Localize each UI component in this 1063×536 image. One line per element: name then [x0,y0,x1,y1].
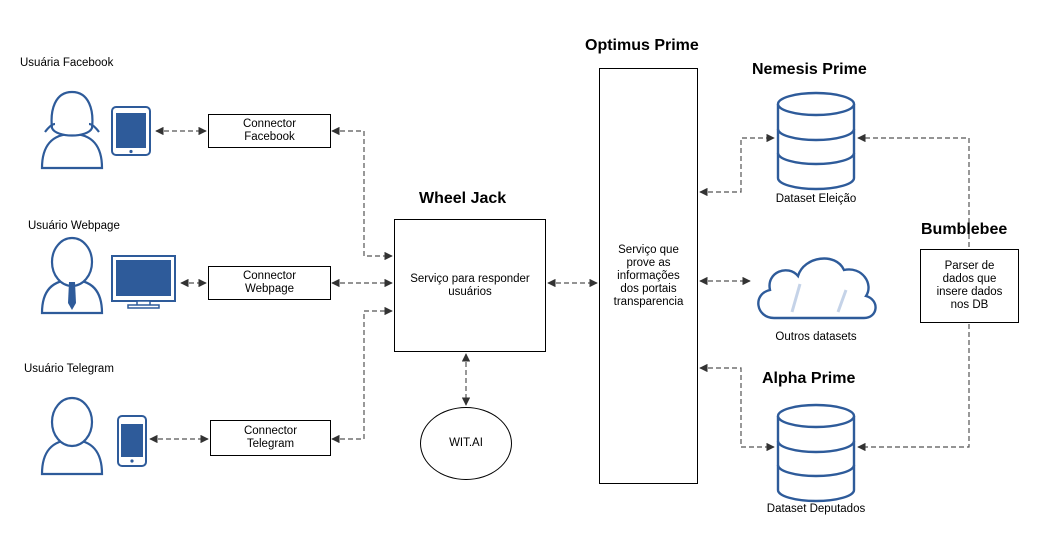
bumblebee-box: Parser de dados que insere dados nos DB [920,249,1019,323]
database-alpha-icon [776,403,856,503]
bumblebee-text: Parser de dados que insere dados nos DB [936,260,1003,311]
wheel-jack-text: Serviço para responder usuários [410,272,530,298]
nemesis-dataset-caption: Dataset Eleição [775,193,857,205]
optimus-prime-title: Optimus Prime [585,37,699,54]
outros-datasets-caption: Outros datasets [775,331,857,343]
connector-telegram-label: Connector Telegram [243,425,298,450]
bumblebee-title: Bumblebee [921,221,1008,238]
optimus-prime-box: Serviço que prove as informações dos por… [599,68,698,484]
user-webpage-icon [40,236,104,315]
cloud-icon [757,257,877,320]
connector-webpage-box: Connector Webpage [208,266,331,300]
user-facebook-icon [40,90,104,170]
monitor-icon [111,255,176,309]
nemesis-prime-title: Nemesis Prime [752,61,867,78]
optimus-prime-text: Serviço que prove as informações dos por… [613,243,684,308]
connector-facebook-label: Connector Facebook [242,118,297,143]
label-user-telegram: Usuário Telegram [24,363,114,375]
connection-lines [149,126,970,452]
database-nemesis-icon [776,91,856,191]
label-user-webpage: Usuário Webpage [28,220,120,232]
smartphone-icon [117,415,147,467]
connector-webpage-label: Connector Webpage [242,270,297,295]
connector-telegram-box: Connector Telegram [210,420,331,456]
tablet-icon [111,106,151,156]
label-user-facebook: Usuária Facebook [20,57,114,69]
wit-ai-node: WIT.AI [420,407,512,480]
connector-facebook-box: Connector Facebook [208,114,331,148]
wit-ai-label: WIT.AI [449,437,483,449]
user-telegram-icon [40,396,104,476]
alpha-dataset-caption: Dataset Deputados [766,503,866,515]
alpha-prime-title: Alpha Prime [762,370,856,387]
wheel-jack-title: Wheel Jack [419,190,507,207]
wheel-jack-box: Serviço para responder usuários [394,219,546,352]
